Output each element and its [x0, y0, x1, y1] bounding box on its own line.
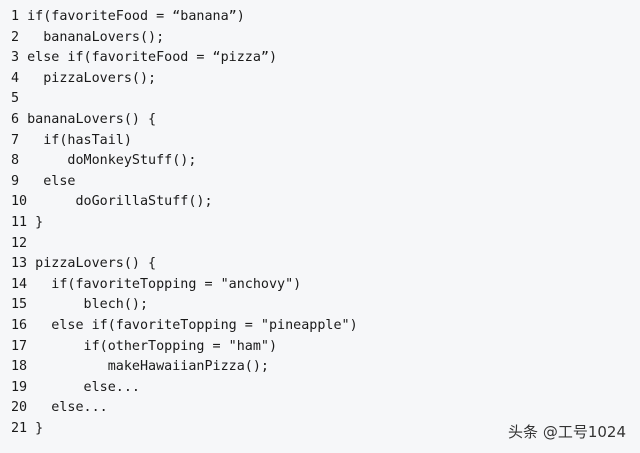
code-line-4: 4 pizzaLovers();: [11, 70, 157, 86]
code-line-12: 12: [11, 235, 28, 251]
code-line-7: 7 if(hasTail): [11, 132, 132, 148]
code-line-15: 15 blech();: [11, 297, 149, 313]
code-line-20: 20 else...: [11, 400, 108, 416]
code-line-13: 13 pizzaLovers() {: [11, 256, 157, 272]
code-line-16: 16 else if(favoriteTopping = "pineapple"…: [11, 317, 358, 333]
code-line-18: 18 makeHawaiianPizza();: [11, 359, 269, 375]
code-line-21: 21 }: [11, 420, 44, 436]
code-line-17: 17 if(otherTopping = "ham"): [11, 338, 278, 354]
watermark: 头条 @工号1024: [508, 423, 626, 441]
code-line-19: 19 else...: [11, 379, 140, 395]
code-line-3: 3 else if(favoriteFood = “pizza”): [11, 50, 278, 66]
code-line-2: 2 bananaLovers();: [11, 29, 165, 45]
code-line-5: 5: [11, 91, 20, 107]
code-line-6: 6 bananaLovers() {: [11, 111, 157, 127]
code-line-8: 8 doMonkeyStuff();: [11, 153, 197, 169]
code-line-11: 11 }: [11, 214, 44, 230]
code-line-10: 10 doGorillaStuff();: [11, 194, 213, 210]
code-line-14: 14 if(favoriteTopping = "anchovy"): [11, 276, 302, 292]
code-line-9: 9 else: [11, 173, 76, 189]
code-line-1: 1 if(favoriteFood = “banana”): [11, 9, 245, 24]
